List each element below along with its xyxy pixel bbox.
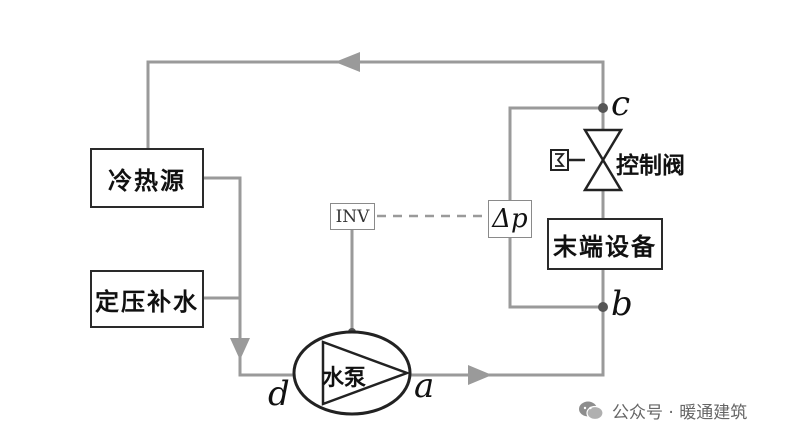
watermark-text: 公众号 · 暖通建筑	[612, 403, 748, 423]
return-pipe-top	[146, 60, 605, 220]
heat-source-box: 冷热源	[90, 148, 204, 208]
pump-label: 水泵	[322, 366, 367, 391]
point-d: d	[268, 374, 290, 414]
pressurization-label: 定压补水	[95, 287, 199, 316]
junction-b	[598, 302, 608, 312]
supply-pipe-left	[203, 176, 303, 377]
terminal-label: 末端设备	[553, 232, 657, 261]
watermark: 公众号 · 暖通建筑	[578, 398, 747, 423]
flow-arrow-top	[335, 52, 360, 72]
supply-pipe-bottom	[408, 268, 605, 377]
point-c: c	[611, 84, 631, 124]
flow-arrow-left	[230, 338, 250, 360]
junction-c	[598, 103, 608, 113]
inv-label: INV	[335, 206, 370, 227]
heat-source-label: 冷热源	[108, 166, 186, 195]
wechat-icon	[579, 401, 604, 420]
valve-actuator-icon	[550, 149, 569, 171]
valve-label: 控制阀	[616, 153, 685, 179]
dp-box: Δp	[488, 200, 532, 238]
pump-impeller-icon	[321, 340, 411, 406]
dp-label: Δp	[492, 204, 528, 234]
flow-arrow-bottom	[468, 365, 492, 385]
point-a: a	[414, 366, 435, 406]
point-b: b	[611, 284, 633, 324]
pressurization-box: 定压补水	[90, 270, 204, 328]
control-valve-icon	[582, 128, 624, 192]
inv-box: INV	[330, 203, 375, 230]
dp-sensing-top	[508, 106, 603, 205]
dp-sensing-bottom	[508, 238, 603, 309]
terminal-box: 末端设备	[547, 218, 663, 270]
